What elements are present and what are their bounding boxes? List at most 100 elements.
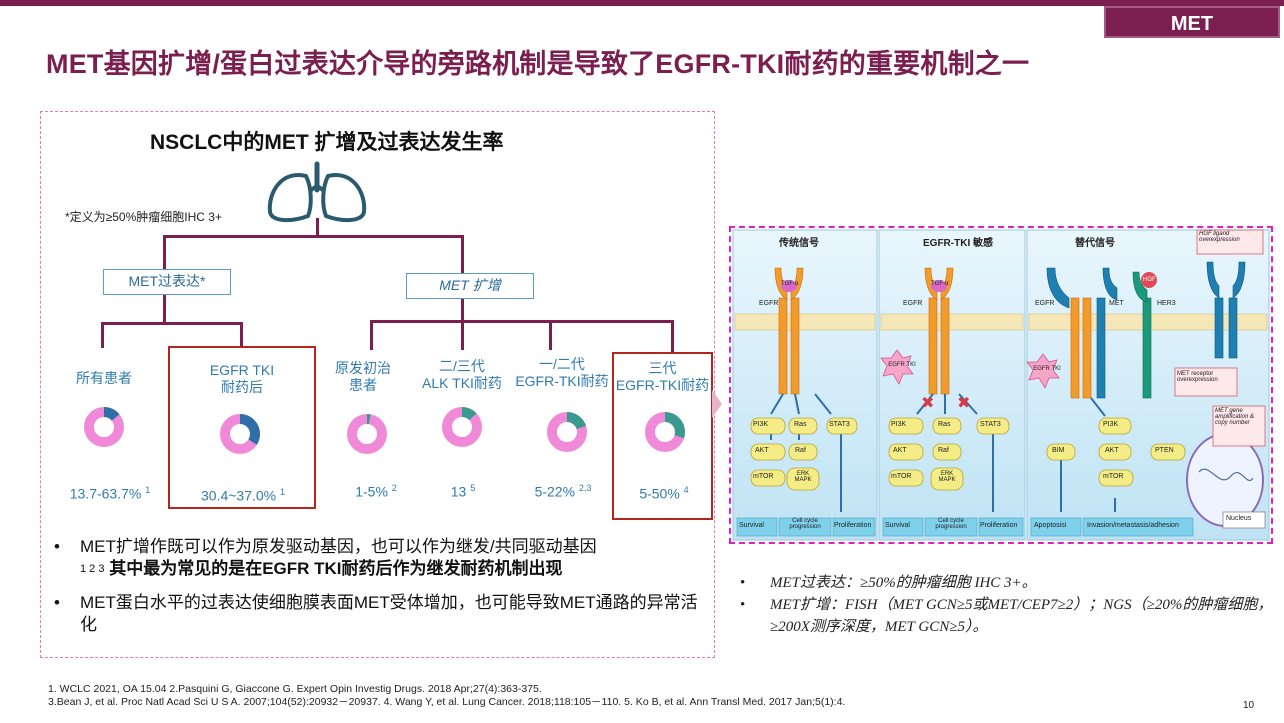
outcome-label: Apoptosisi	[1034, 522, 1067, 529]
diagram-label: PTEN	[1155, 447, 1174, 454]
diagram-label: ERK MAPK	[938, 471, 956, 483]
diagram-label: TGF-α	[781, 281, 799, 287]
tree-connector	[101, 322, 104, 348]
diagram-label: EGFR	[759, 300, 779, 307]
diagram-label: HGF	[1143, 277, 1156, 283]
diagram-label: TGF-α	[931, 281, 949, 287]
diagram-label: AKT	[893, 447, 907, 454]
signaling-diagram: ✖✖ 传统信号 EGFR-TKI 敏感 替代信号 EGFR EGFR EGFR …	[729, 226, 1273, 544]
callout-label: HGF ligand overexpression	[1199, 231, 1240, 243]
tree-connector	[316, 218, 319, 236]
donut-chart	[347, 414, 387, 454]
tree-connector	[370, 320, 674, 323]
panel-subtitle: NSCLC中的MET 扩增及过表达发生率	[150, 131, 504, 154]
diagram-label: mTOR	[891, 473, 912, 480]
bullet-item: MET扩增作既可以作为原发驱动基因，也可以作为继发/共同驱动基因 1 2 3 其…	[50, 536, 710, 580]
references: 1. WCLC 2021, OA 15.04 2.Pasquini G, Gia…	[48, 683, 1148, 709]
page-title: MET基因扩增/蛋白过表达介导的旁路机制是导致了EGFR-TKI耐药的重要机制之…	[46, 49, 1030, 79]
signaling-diagram-art: ✖✖	[732, 229, 1270, 541]
diagram-label: Raf	[795, 447, 806, 454]
bullet-item: MET蛋白水平的过表达使细胞膜表面MET受体增加，也可能导致MET通路的异常活化	[50, 592, 710, 636]
tree-connector	[163, 235, 464, 238]
diagram-label: MET	[1109, 300, 1124, 307]
group-value: 13.7-63.7% 1	[69, 485, 151, 502]
diagram-label: EGFR TKI	[1033, 366, 1061, 372]
diagram-label: ERK MAPK	[794, 471, 812, 483]
donut-chart	[220, 414, 260, 454]
diagram-label: AKT	[755, 447, 769, 454]
donut-segment	[547, 412, 587, 452]
diagram-label: BIM	[1052, 447, 1065, 454]
donut-chart	[84, 407, 124, 447]
outcome-label: Survival	[739, 522, 764, 529]
diagram-label: AKT	[1105, 447, 1119, 454]
note-item: MET过表达：≥50%的肿瘤细胞 IHC 3+。	[740, 572, 1280, 594]
page-number: 10	[1243, 700, 1255, 711]
highlight-box-egfr-tki	[168, 346, 316, 509]
diagram-label: Ras	[794, 421, 807, 428]
diagram-section-label: EGFR-TKI 敏感	[923, 238, 993, 249]
outcome-label: Proliferation	[980, 522, 1018, 529]
donut-chart	[645, 412, 685, 452]
diagram-label: mTOR	[1103, 473, 1124, 480]
svg-text:✖: ✖	[921, 393, 934, 412]
outcome-label: Invasion/metastasis/adhesion	[1087, 522, 1179, 529]
diagram-label: mTOR	[753, 473, 774, 480]
diagram-label: EGFR TKI	[888, 362, 916, 368]
diagram-label: HER3	[1157, 300, 1176, 307]
group-value: 30.4~37.0% 1	[200, 487, 286, 504]
group-value: 5-22% 2,3	[534, 483, 592, 500]
diagram-label: STAT3	[980, 421, 1001, 428]
diagram-label: EGFR	[1035, 300, 1055, 307]
tree-connector	[370, 320, 373, 350]
group-label: 所有患者	[76, 370, 132, 386]
tree-connector	[163, 235, 166, 269]
group-value: 5-50% 4	[639, 485, 689, 502]
definition-notes: MET过表达：≥50%的肿瘤细胞 IHC 3+。 MET扩增：FISH（MET …	[740, 572, 1280, 638]
highlight-box-third-gen	[612, 352, 713, 520]
donut-segment	[442, 407, 482, 447]
top-accent-bar	[0, 0, 1284, 6]
diagram-label: Ras	[938, 421, 951, 428]
tree-connector	[671, 320, 674, 352]
diagram-label: EGFR	[903, 300, 923, 307]
incidence-panel	[40, 111, 715, 658]
lung-icon	[267, 161, 367, 223]
reference-line: 1. WCLC 2021, OA 15.04 2.Pasquini G, Gia…	[48, 683, 542, 695]
outcome-label: Proliferation	[834, 522, 872, 529]
bullet-list: MET扩增作既可以作为原发驱动基因，也可以作为继发/共同驱动基因 1 2 3 其…	[50, 536, 710, 648]
reference-line: 3.Bean J, et al. Proc Natl Acad Sci U S …	[48, 696, 846, 708]
callout-label: MET receptor overexpression	[1177, 371, 1218, 383]
diagram-section-label: 传统信号	[779, 238, 819, 249]
callout-label: MET gene amplification & copy number	[1215, 408, 1255, 426]
tree-connector	[101, 322, 243, 325]
tree-connector	[461, 299, 464, 321]
donut-chart	[547, 412, 587, 452]
definition-note: *定义为≥50%肿瘤细胞IHC 3+	[65, 210, 222, 224]
outcome-label: Survival	[885, 522, 910, 529]
group-label: 原发初治患者	[335, 360, 391, 393]
outcome-label: Cell cycle progression	[789, 518, 821, 530]
category-met-overexpression: MET过表达*	[103, 269, 231, 295]
diagram-label: PI3K	[891, 421, 907, 428]
tree-connector	[549, 320, 552, 350]
category-met-amplification: MET 扩增	[406, 273, 534, 299]
svg-text:✖: ✖	[957, 393, 970, 412]
group-value: 13 5	[450, 483, 476, 500]
donut-chart	[442, 407, 482, 447]
group-value: 1-5% 2	[355, 483, 397, 500]
diagram-label: Raf	[938, 447, 949, 454]
donut-segment	[645, 412, 685, 452]
section-tag: MET	[1104, 6, 1280, 38]
tree-connector	[461, 320, 464, 350]
diagram-label: PI3K	[753, 421, 769, 428]
donut-segment	[220, 414, 260, 454]
tree-connector	[461, 235, 464, 273]
diagram-label: PI3K	[1103, 421, 1119, 428]
donut-segment	[347, 414, 387, 454]
pointer-arrow	[712, 390, 722, 418]
